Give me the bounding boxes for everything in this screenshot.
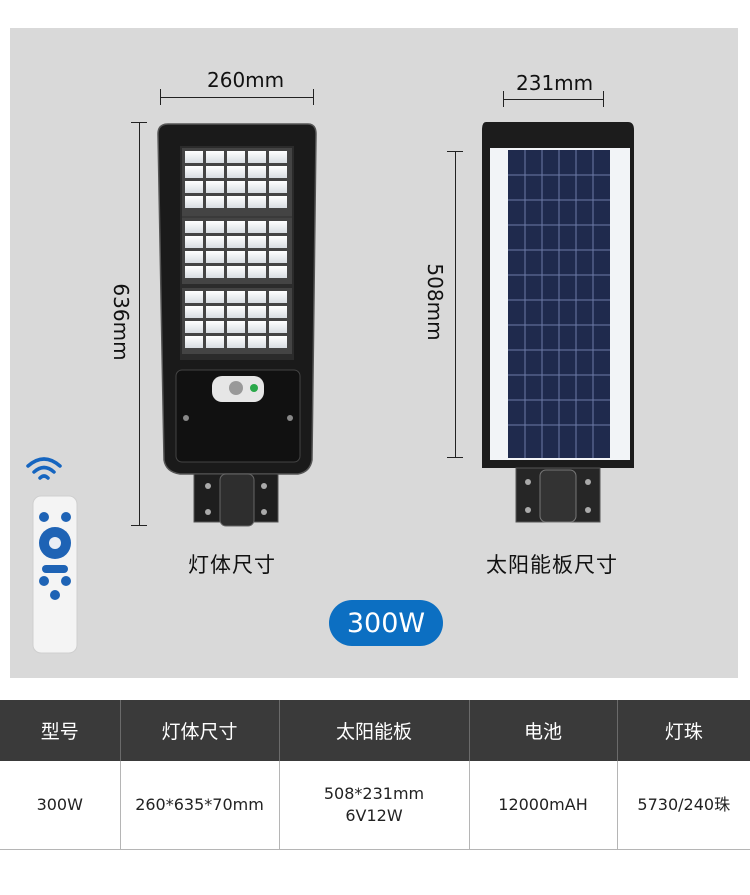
street-lamp-body	[157, 123, 317, 527]
lamp-caption: 灯体尺寸	[188, 553, 276, 577]
panel-width-label: 231mm	[516, 71, 594, 95]
lamp-height-tick-bottom	[131, 525, 147, 526]
wifi-signal-icon	[26, 457, 62, 480]
panel-width-line	[503, 99, 604, 100]
lamp-width-line	[160, 97, 314, 98]
table-row: 300W 260*635*70mm 508*231mm 6V12W 12000m…	[0, 761, 750, 850]
cell-model: 300W	[0, 761, 121, 850]
header-model: 型号	[0, 700, 121, 761]
panel-height-tick-top	[447, 151, 463, 152]
power-badge: 300W	[329, 600, 443, 646]
cell-led: 5730/240珠	[617, 761, 750, 850]
cell-battery: 12000mAH	[469, 761, 618, 850]
header-solar-panel: 太阳能板	[279, 700, 470, 761]
solar-panel-back	[482, 122, 634, 523]
lamp-width-tick-left	[160, 89, 161, 105]
cell-panel: 508*231mm 6V12W	[279, 761, 470, 850]
panel-height-tick-bottom	[447, 457, 463, 458]
cell-body-size: 260*635*70mm	[120, 761, 280, 850]
lamp-height-tick-top	[131, 122, 147, 123]
header-body-size: 灯体尺寸	[120, 700, 280, 761]
lamp-height-label: 636mm	[109, 283, 133, 361]
cell-panel-size: 508*231mm	[323, 783, 425, 803]
remote-control-icon	[32, 495, 78, 654]
panel-width-tick-right	[603, 91, 604, 107]
cell-panel-spec: 6V12W	[345, 805, 403, 825]
header-led: 灯珠	[617, 700, 750, 761]
lamp-width-tick-right	[313, 89, 314, 105]
led-grid	[185, 151, 287, 348]
panel-height-line	[455, 151, 456, 458]
panel-width-tick-left	[503, 91, 504, 107]
lamp-width-label: 260mm	[207, 68, 285, 92]
lamp-height-line	[139, 122, 140, 526]
spec-table: 型号 灯体尺寸 太阳能板 电池 灯珠 300W 260*635*70mm 508…	[0, 700, 750, 850]
panel-height-label: 508mm	[423, 263, 447, 341]
panel-caption: 太阳能板尺寸	[486, 553, 618, 577]
header-battery: 电池	[469, 700, 618, 761]
table-header-row: 型号 灯体尺寸 太阳能板 电池 灯珠	[0, 700, 750, 761]
